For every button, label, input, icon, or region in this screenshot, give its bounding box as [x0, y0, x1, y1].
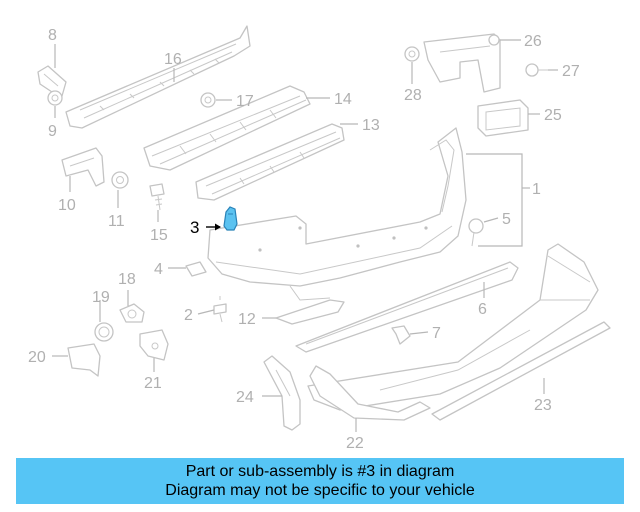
callout-23: 23: [534, 397, 552, 414]
callout-13: 13: [362, 117, 380, 134]
part-28-clip[interactable]: [404, 46, 420, 62]
callout-27: 27: [562, 63, 580, 80]
part-24-side-trim[interactable]: [263, 355, 301, 431]
part-12-reflector[interactable]: [275, 299, 345, 325]
part-26-bracket[interactable]: [423, 33, 501, 93]
callout-11: 11: [108, 213, 125, 230]
callout-26: 26: [524, 33, 542, 50]
part-13-absorber[interactable]: [195, 123, 345, 201]
part-18-sensor[interactable]: [119, 303, 145, 323]
part-21-bracket[interactable]: [139, 329, 169, 361]
callout-24: 24: [236, 389, 254, 406]
part-11-nut[interactable]: [111, 171, 129, 189]
part-10-bracket[interactable]: [61, 147, 105, 187]
info-banner: Part or sub-assembly is #3 in diagram Di…: [16, 458, 624, 504]
callout-10: 10: [58, 197, 76, 214]
part-4-clip[interactable]: [185, 261, 207, 277]
callout-8: 8: [48, 27, 57, 44]
part-16-impact-bar[interactable]: [65, 25, 251, 129]
part-1-bumper-cover[interactable]: [207, 127, 467, 301]
callout-14: 14: [334, 91, 352, 108]
callout-5: 5: [502, 211, 511, 228]
leader-lines: [52, 39, 558, 432]
callout-22: 22: [346, 435, 364, 452]
callout-28: 28: [404, 87, 422, 104]
part-2-bolt[interactable]: [213, 296, 227, 323]
part-7-bracket[interactable]: [391, 325, 411, 345]
callout-1: 1: [532, 181, 541, 198]
part-25-sensor-bracket[interactable]: [477, 99, 529, 137]
callout-7: 7: [432, 325, 441, 342]
callout-18: 18: [118, 271, 136, 288]
part-3-leader-arrow: [206, 223, 221, 231]
callout-19: 19: [92, 289, 110, 306]
callout-12: 12: [238, 311, 256, 328]
banner-line-part-number: Part or sub-assembly is #3 in diagram: [185, 463, 455, 480]
part-27-bolt[interactable]: [525, 63, 548, 77]
banner-line-disclaimer: Diagram may not be specific to your vehi…: [165, 482, 475, 499]
part-6-trim-strip[interactable]: [295, 261, 519, 353]
callout-15: 15: [150, 227, 168, 244]
part-17-nut[interactable]: [200, 92, 216, 108]
part-22-trim[interactable]: [309, 365, 431, 421]
callout-25: 25: [544, 107, 562, 124]
callout-4: 4: [154, 261, 163, 278]
callout-21: 21: [144, 375, 162, 392]
callout-9: 9: [48, 123, 57, 140]
part-5-sensor[interactable]: [468, 218, 484, 247]
callout-17: 17: [236, 93, 254, 110]
part-9-clip[interactable]: [47, 90, 63, 106]
callout-20: 20: [28, 349, 46, 366]
part-19-ring[interactable]: [94, 322, 114, 342]
part-14-absorber[interactable]: [143, 85, 311, 171]
part-15-screw[interactable]: [149, 183, 165, 211]
callout-6: 6: [478, 301, 487, 318]
callout-16: 16: [164, 51, 182, 68]
part-3-clip-highlighted[interactable]: [223, 206, 238, 231]
part-20-bracket[interactable]: [67, 343, 101, 377]
callout-3-highlighted: 3: [190, 218, 199, 237]
callout-2: 2: [184, 307, 193, 324]
